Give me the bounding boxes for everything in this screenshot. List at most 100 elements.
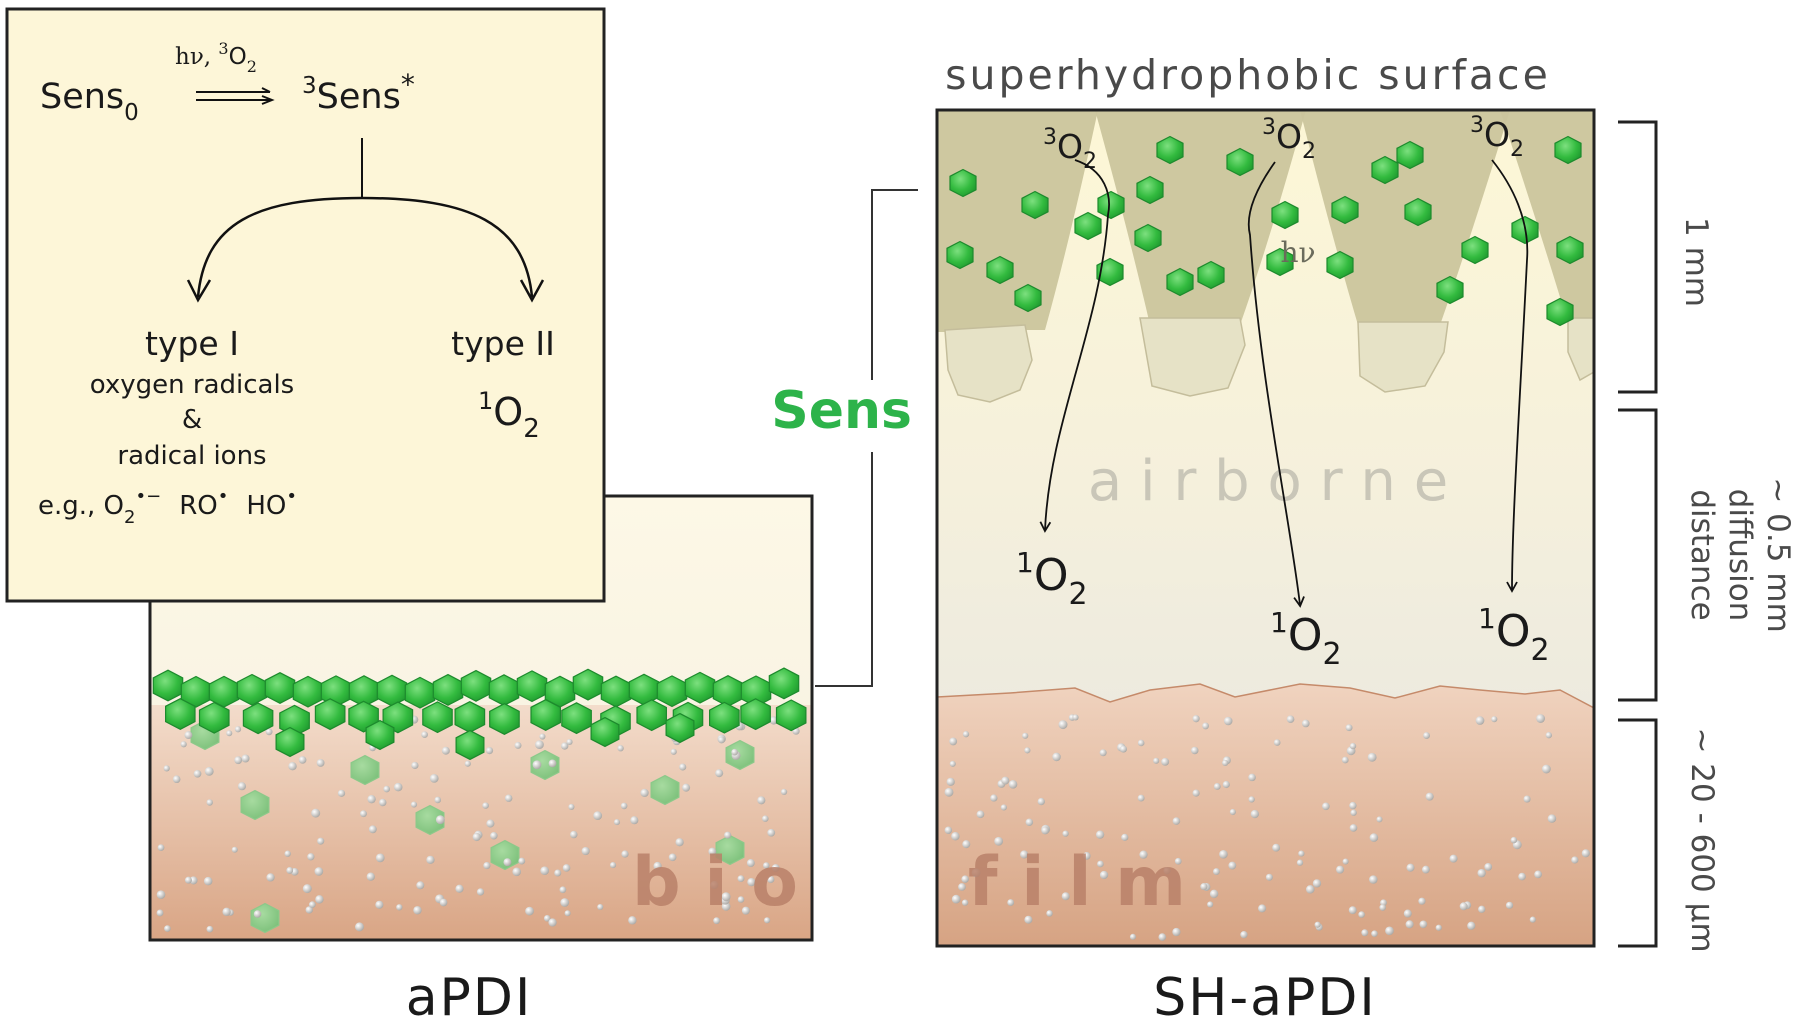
particle bbox=[1022, 732, 1029, 739]
sensitizer bbox=[636, 699, 668, 732]
apdi-biofilm-particles bbox=[156, 711, 800, 933]
hv-label: hν bbox=[1280, 236, 1315, 269]
triplet-oxygen-2: 3O2 bbox=[1262, 115, 1316, 164]
particle bbox=[1191, 746, 1199, 755]
particle bbox=[708, 847, 717, 856]
post-tip-4 bbox=[1567, 317, 1594, 382]
particle bbox=[628, 916, 637, 925]
particle bbox=[1222, 759, 1229, 767]
particle bbox=[1358, 911, 1365, 918]
particle bbox=[763, 862, 770, 869]
singlet-oxygen-2: 1O2 bbox=[1270, 606, 1342, 672]
diffused-sensitizer bbox=[490, 839, 520, 871]
diffusion-arrow-2 bbox=[1247, 161, 1305, 608]
particle bbox=[1349, 824, 1358, 832]
particle bbox=[1272, 843, 1281, 852]
particle bbox=[157, 844, 165, 851]
scale-label-diffusion-3: distance bbox=[1684, 489, 1720, 620]
particle bbox=[164, 925, 171, 932]
particle bbox=[1341, 756, 1349, 764]
particle bbox=[1061, 892, 1070, 901]
particle bbox=[961, 899, 969, 906]
radical-examples: e.g., O2•−RO•HO• bbox=[38, 486, 297, 528]
particle bbox=[234, 756, 243, 765]
sens3-label: 3Sens* bbox=[302, 68, 415, 117]
particle bbox=[951, 894, 961, 904]
particle bbox=[1536, 714, 1546, 723]
sensitizer bbox=[1271, 200, 1299, 230]
particle bbox=[315, 895, 324, 904]
particle bbox=[1228, 861, 1237, 870]
particle bbox=[1459, 902, 1468, 911]
particle bbox=[1421, 865, 1430, 874]
diffused-sensitizer bbox=[530, 749, 560, 781]
particle bbox=[710, 880, 719, 890]
sensitizer bbox=[1396, 140, 1424, 170]
particle bbox=[163, 765, 170, 772]
particle bbox=[976, 810, 985, 819]
particle bbox=[237, 782, 247, 791]
particle bbox=[234, 726, 242, 733]
particle bbox=[1139, 850, 1148, 859]
film-label: f i l m bbox=[968, 843, 1186, 922]
sh-biofilm-particles bbox=[944, 714, 1590, 941]
sensitizer bbox=[1461, 235, 1489, 265]
sensitizer bbox=[1226, 147, 1254, 177]
particle bbox=[525, 906, 534, 916]
particle bbox=[1250, 809, 1260, 819]
particle bbox=[1336, 865, 1345, 874]
sensitizer bbox=[949, 168, 977, 198]
post-1 bbox=[937, 110, 1098, 334]
particle bbox=[1000, 804, 1007, 811]
particle bbox=[762, 815, 769, 822]
particle bbox=[1046, 910, 1053, 917]
particle bbox=[1369, 875, 1378, 884]
particle bbox=[486, 819, 495, 828]
particle bbox=[1222, 780, 1230, 789]
particle bbox=[1020, 850, 1029, 859]
branch-connector bbox=[186, 138, 545, 303]
particle bbox=[1312, 879, 1322, 888]
particle bbox=[944, 826, 953, 834]
triplet-oxygen-1: 3O2 bbox=[1043, 125, 1097, 174]
particle bbox=[1371, 930, 1378, 937]
particle bbox=[1345, 724, 1353, 732]
particle bbox=[1200, 883, 1208, 891]
particle bbox=[675, 838, 684, 847]
particle bbox=[539, 733, 546, 740]
sensitizer bbox=[152, 669, 184, 702]
scale-label-film: ~ 20 - 600 μm bbox=[1684, 727, 1720, 952]
apdi-caption: aPDI bbox=[406, 968, 533, 1028]
singlet-oxygen-1: 1O2 bbox=[1016, 546, 1088, 612]
particle bbox=[562, 864, 571, 872]
particle bbox=[951, 832, 960, 841]
particle bbox=[1024, 915, 1033, 924]
particle bbox=[410, 801, 418, 808]
particle bbox=[581, 846, 590, 856]
particle bbox=[504, 794, 513, 802]
particle bbox=[994, 836, 1004, 846]
particle bbox=[435, 815, 445, 825]
particle bbox=[1369, 833, 1379, 842]
particle bbox=[617, 745, 624, 752]
particle bbox=[1296, 859, 1304, 866]
particle bbox=[1423, 732, 1431, 739]
particle bbox=[561, 742, 569, 750]
particle bbox=[1137, 739, 1145, 747]
particle bbox=[413, 906, 422, 915]
particle bbox=[490, 831, 498, 840]
particle bbox=[559, 886, 567, 894]
sensitizer bbox=[708, 701, 740, 734]
apdi-sensitizer-layer bbox=[152, 667, 807, 761]
sensitizer bbox=[489, 703, 520, 735]
particle bbox=[961, 875, 969, 883]
particle bbox=[206, 799, 213, 806]
particle bbox=[1342, 858, 1349, 865]
particle bbox=[421, 731, 428, 738]
particle bbox=[1058, 720, 1068, 730]
particle bbox=[630, 816, 639, 825]
particle bbox=[1541, 764, 1551, 774]
particle bbox=[266, 873, 275, 882]
particle bbox=[1062, 830, 1069, 837]
